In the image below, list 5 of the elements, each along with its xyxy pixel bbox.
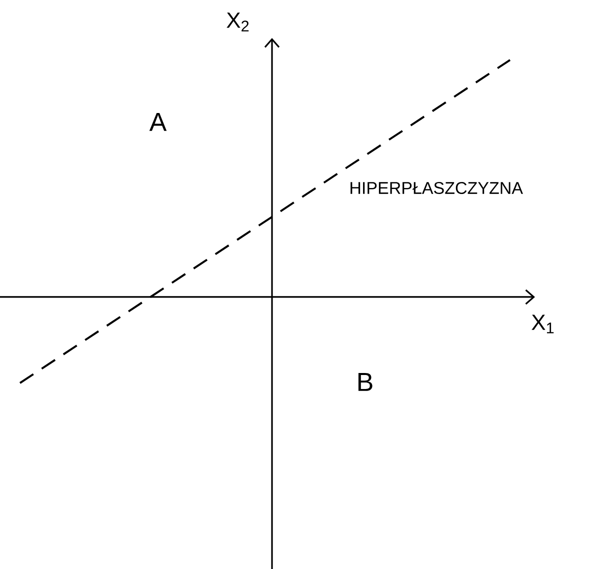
text-label: B bbox=[358, 373, 372, 391]
text-label: X$_{2}$ bbox=[226, 12, 249, 32]
text-label: HIPERPŁASZCZYZNA bbox=[350, 182, 523, 194]
text-label: A bbox=[149, 113, 167, 131]
text-label: X$_{1}$ bbox=[532, 314, 554, 334]
